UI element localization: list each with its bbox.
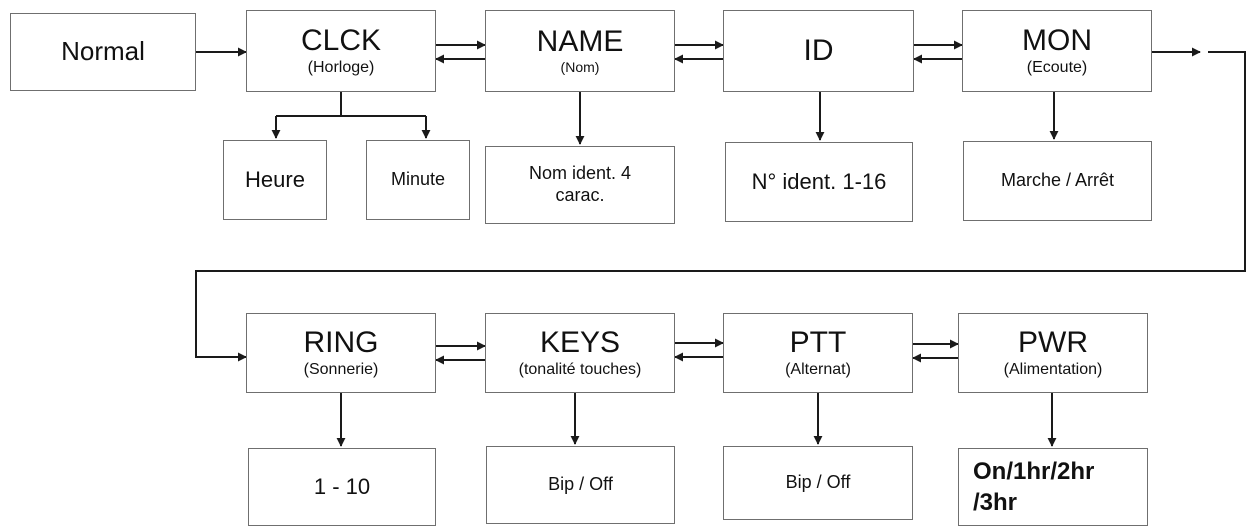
keys-option-label: Bip / Off: [548, 474, 613, 495]
ptt-box: PTT (Alternat): [723, 313, 913, 393]
pwr-box: PWR (Alimentation): [958, 313, 1148, 393]
mon-title: MON: [1022, 23, 1092, 57]
pwr-title: PWR: [1018, 325, 1088, 359]
ptt-subtitle: (Alternat): [785, 361, 851, 379]
clck-box: CLCK (Horloge): [246, 10, 436, 92]
ring-subtitle: (Sonnerie): [303, 361, 379, 379]
no-ident-box: N° ident. 1-16: [725, 142, 913, 222]
pwr-option-box: On/1hr/2hr /3hr: [958, 448, 1148, 526]
clck-title: CLCK: [300, 23, 382, 57]
nom-ident-box: Nom ident. 4 carac.: [485, 146, 675, 224]
ptt-option-box: Bip / Off: [723, 446, 913, 520]
heure-box: Heure: [223, 140, 327, 220]
no-ident-label: N° ident. 1-16: [751, 168, 887, 194]
marche-label: Marche / Arrêt: [1000, 170, 1115, 191]
keys-subtitle: (tonalité touches): [518, 361, 642, 379]
normal-label: Normal: [61, 36, 145, 67]
ring-range-label: 1 - 10: [313, 473, 371, 499]
keys-title: KEYS: [539, 325, 621, 359]
minute-label: Minute: [390, 169, 446, 190]
minute-box: Minute: [366, 140, 470, 220]
id-box: ID: [723, 10, 914, 92]
mon-box: MON (Ecoute): [962, 10, 1152, 92]
wrap-line-to-ring: [195, 51, 1246, 362]
clck-subtitle: (Horloge): [307, 59, 375, 77]
pwr-subtitle: (Alimentation): [1003, 361, 1103, 379]
marche-box: Marche / Arrêt: [963, 141, 1152, 221]
normal-box: Normal: [10, 13, 196, 91]
mon-subtitle: (Ecoute): [1026, 59, 1088, 77]
pwr-option-label: On/1hr/2hr /3hr: [973, 457, 1095, 516]
keys-box: KEYS (tonalité touches): [485, 313, 675, 393]
keys-option-box: Bip / Off: [486, 446, 675, 524]
name-title: NAME: [536, 24, 624, 58]
heure-label: Heure: [245, 166, 305, 192]
nom-ident-label: Nom ident. 4 carac.: [528, 163, 632, 205]
ring-box: RING (Sonnerie): [246, 313, 436, 393]
name-subtitle: (Nom): [560, 59, 600, 76]
name-box: NAME (Nom): [485, 10, 675, 92]
ring-title: RING: [303, 325, 379, 359]
ptt-title: PTT: [789, 325, 847, 359]
id-title: ID: [803, 34, 834, 68]
ring-range-box: 1 - 10: [248, 448, 436, 526]
ptt-option-label: Bip / Off: [785, 472, 851, 493]
